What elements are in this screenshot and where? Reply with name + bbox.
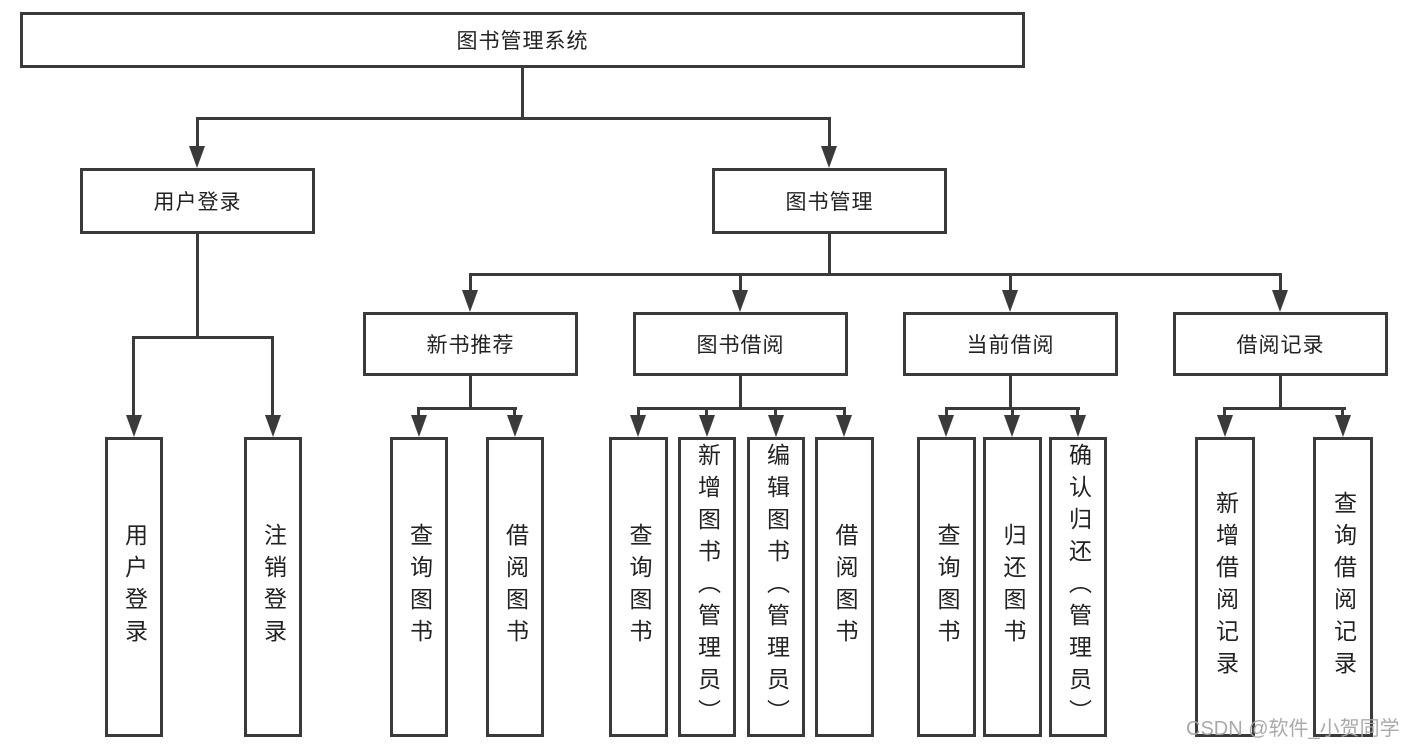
connector-line: [132, 336, 274, 339]
connector-line: [196, 234, 199, 339]
leaf-logout: 注销登录: [244, 437, 302, 737]
node-current-borrow: 当前借阅: [903, 312, 1118, 376]
connector-line: [705, 407, 708, 417]
leaf-query-books-current: 查询图书: [917, 437, 976, 737]
arrowhead-icon: [265, 415, 281, 437]
connector-line: [417, 407, 517, 410]
connector-line: [637, 407, 846, 410]
node-root: 图书管理系统: [20, 12, 1025, 68]
connector-line: [469, 376, 472, 410]
connector-line: [196, 117, 831, 120]
leaf-add-borrow-record: 新增借阅记录: [1195, 437, 1255, 737]
connector-line: [417, 407, 420, 417]
connector-line: [1223, 407, 1226, 417]
arrowhead-icon: [1070, 415, 1086, 437]
node-book-management-branch: 图书管理: [712, 168, 947, 234]
leaf-add-books-admin: 新增图书（管理员）: [678, 437, 736, 737]
arrowhead-icon: [732, 290, 748, 312]
connector-line: [271, 336, 274, 417]
connector-line: [196, 117, 199, 148]
connector-line: [774, 407, 777, 417]
leaf-query-borrow-record: 查询借阅记录: [1313, 437, 1373, 737]
node-user-login-branch: 用户登录: [80, 168, 315, 234]
arrowhead-icon: [938, 415, 954, 437]
leaf-return-books: 归还图书: [983, 437, 1042, 737]
arrowhead-icon: [507, 415, 523, 437]
leaf-confirm-return-admin: 确认归还（管理员）: [1049, 437, 1107, 737]
connector-line: [1279, 376, 1282, 410]
connector-line: [513, 407, 516, 417]
connector-line: [132, 336, 135, 417]
leaf-query-books-recommend: 查询图书: [390, 437, 448, 737]
connector-line: [1009, 273, 1012, 292]
arrowhead-icon: [1272, 290, 1288, 312]
connector-line: [828, 234, 831, 276]
connector-line: [1279, 273, 1282, 292]
arrowhead-icon: [699, 415, 715, 437]
connector-line: [1341, 407, 1344, 417]
connector-line: [637, 407, 640, 417]
arrowhead-icon: [126, 415, 142, 437]
node-book-borrow: 图书借阅: [633, 312, 848, 376]
arrowhead-icon: [1335, 415, 1351, 437]
arrowhead-icon: [768, 415, 784, 437]
arrowhead-icon: [836, 415, 852, 437]
connector-line: [1076, 407, 1079, 417]
arrowhead-icon: [630, 415, 646, 437]
connector-line: [843, 407, 846, 417]
leaf-borrow-books: 借阅图书: [815, 437, 874, 737]
arrowhead-icon: [1002, 290, 1018, 312]
connector-line: [1223, 407, 1346, 410]
leaf-query-books-borrow: 查询图书: [609, 437, 668, 737]
connector-line: [739, 376, 742, 410]
arrowhead-icon: [462, 290, 478, 312]
arrowhead-icon: [1217, 415, 1233, 437]
connector-line: [521, 68, 524, 120]
connector-line: [469, 273, 1282, 276]
connector-line: [1011, 407, 1014, 417]
arrowhead-icon: [1004, 415, 1020, 437]
connector-line: [945, 407, 948, 417]
arrowhead-icon: [821, 146, 837, 168]
arrowhead-icon: [189, 146, 205, 168]
connector-line: [828, 117, 831, 148]
leaf-borrow-books-recommend: 借阅图书: [486, 437, 544, 737]
node-new-book-recommend: 新书推荐: [363, 312, 578, 376]
node-borrow-records: 借阅记录: [1173, 312, 1388, 376]
leaf-user-login: 用户登录: [105, 437, 163, 737]
connector-line: [1009, 376, 1012, 410]
arrowhead-icon: [411, 415, 427, 437]
connector-line: [469, 273, 472, 292]
leaf-edit-books-admin: 编辑图书（管理员）: [747, 437, 805, 737]
connector-line: [739, 273, 742, 292]
watermark: CSDN @软件_小贺同学: [1186, 718, 1400, 740]
